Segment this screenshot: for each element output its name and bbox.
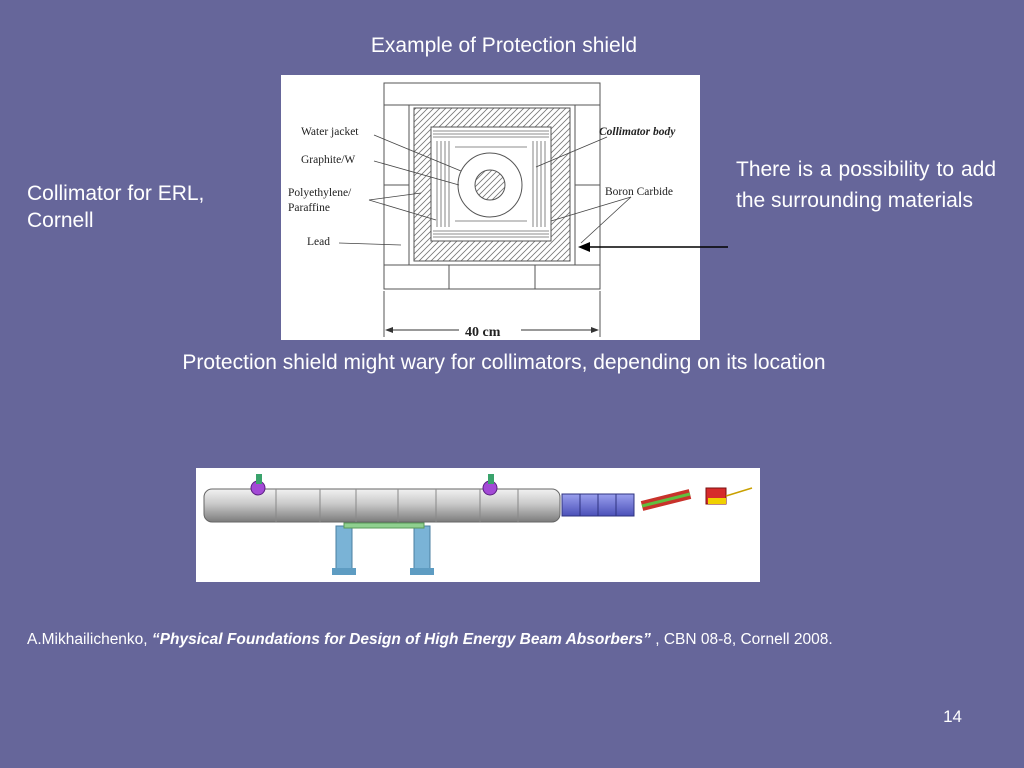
label-graphite: Graphite/W (301, 154, 355, 166)
label-collimator-body: Collimator body (599, 126, 676, 138)
citation-author: A.Mikhailichenko, (27, 631, 152, 648)
label-paraffine: Paraffine (288, 202, 330, 214)
collimator-cross-section-diagram: Water jacket Graphite/W Polyethylene/ Pa… (281, 75, 700, 340)
citation-open-quote: “ (151, 631, 160, 648)
label-water-jacket: Water jacket (301, 126, 359, 138)
middle-caption: Protection shield might wary for collima… (182, 351, 826, 374)
beamline-svg (203, 474, 753, 575)
pointer-arrow (578, 242, 728, 252)
citation-title: Physical Foundations for Design of High … (159, 631, 644, 648)
slide-title: Example of Protection shield (370, 34, 638, 57)
citation-comma: , (655, 631, 664, 648)
left-caption: Collimator for ERL, Cornell (27, 182, 205, 232)
label-polyethylene: Polyethylene/ (288, 187, 352, 199)
label-lead: Lead (307, 236, 330, 248)
label-dimension: 40 cm (465, 325, 501, 340)
page-number: 14 (943, 707, 962, 726)
citation-close-quote: ” (643, 631, 656, 648)
beamline-3d-image (196, 468, 760, 582)
label-boron-carbide: Boron Carbide (605, 186, 673, 198)
right-note: There is a possibility to add the surrou… (736, 158, 996, 212)
citation: A.Mikhailichenko, “Physical Foundations … (27, 627, 987, 653)
citation-source: CBN 08-8, Cornell 2008. (663, 631, 833, 648)
collimator-diagram-svg: Water jacket Graphite/W Polyethylene/ Pa… (288, 82, 676, 340)
